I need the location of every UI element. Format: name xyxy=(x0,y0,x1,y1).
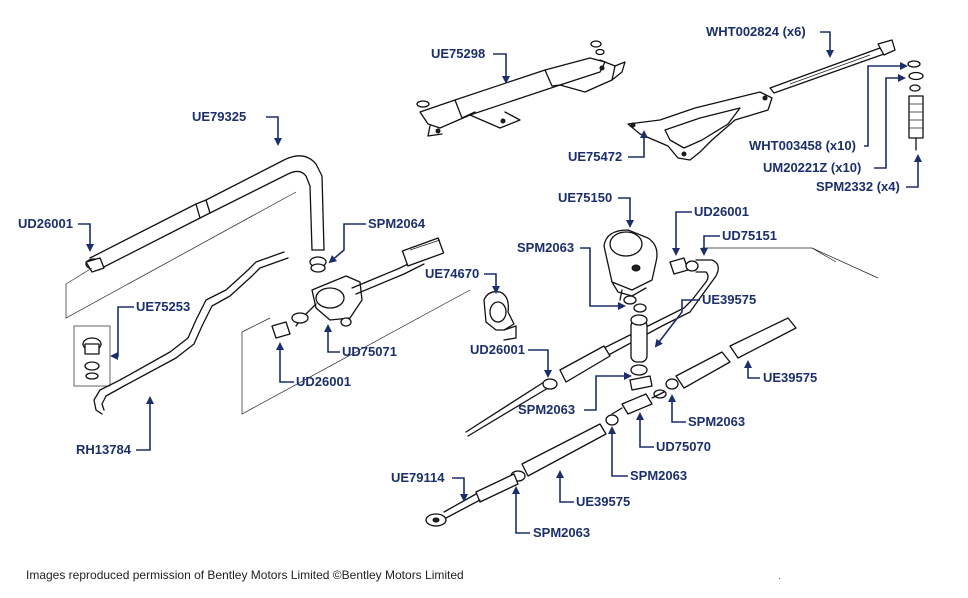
label-ud75151[interactable]: UD75151 xyxy=(722,228,777,243)
clip-ud26001-left-drawing xyxy=(85,257,105,273)
plate-ue75472-drawing xyxy=(627,91,773,161)
label-spm2064[interactable]: SPM2064 xyxy=(368,216,426,231)
label-spm2063-a[interactable]: SPM2063 xyxy=(517,240,574,255)
bracket-ue75298-drawing xyxy=(416,40,626,137)
label-ue74670[interactable]: UE74670 xyxy=(425,266,479,281)
label-spm2063-c[interactable]: SPM2063 xyxy=(688,414,745,429)
label-ud26001-mid[interactable]: UD26001 xyxy=(296,374,351,389)
hose-lower-drawing xyxy=(425,423,607,527)
label-ue75253[interactable]: UE75253 xyxy=(136,299,190,314)
leader-lines xyxy=(78,31,922,534)
label-spm2063-b[interactable]: SPM2063 xyxy=(518,402,575,417)
part-labels: UE75298 WHT002824 (x6) UE79325 UE75472 W… xyxy=(18,24,900,540)
copyright-caption: Images reproduced permission of Bentley … xyxy=(26,568,464,582)
label-wht002824[interactable]: WHT002824 (x6) xyxy=(706,24,806,39)
valve-ud75070-drawing xyxy=(605,391,665,426)
perspective-box-left xyxy=(65,191,297,319)
label-ud26001-right[interactable]: UD26001 xyxy=(694,204,749,219)
tee-assembly-drawing xyxy=(629,303,653,391)
label-ue75298[interactable]: UE75298 xyxy=(431,46,485,61)
valve-ue75150-drawing xyxy=(603,229,658,305)
label-ue75150[interactable]: UE75150 xyxy=(558,190,612,205)
clip-ud26001-mid-drawing xyxy=(271,321,291,339)
label-ud26001-bottom[interactable]: UD26001 xyxy=(470,342,525,357)
label-ud26001-left[interactable]: UD26001 xyxy=(18,216,73,231)
cable-tie-drawing xyxy=(769,39,896,94)
pipe-rh13784-drawing xyxy=(73,251,289,415)
hose-ud75151-drawing xyxy=(559,257,719,379)
pump-ud75071-drawing xyxy=(291,237,445,327)
footer-mark: . xyxy=(778,571,781,582)
label-rh13784[interactable]: RH13784 xyxy=(76,442,132,457)
label-ue79325[interactable]: UE79325 xyxy=(192,109,246,124)
label-ud75071[interactable]: UD75071 xyxy=(342,344,397,359)
label-ue39575-a[interactable]: UE39575 xyxy=(702,292,756,307)
perspective-lines-center xyxy=(241,289,471,415)
hose-ue39575-right-drawing xyxy=(653,317,797,399)
label-spm2063-e[interactable]: SPM2063 xyxy=(533,525,590,540)
hose-ue79325-drawing xyxy=(85,155,327,271)
fasteners-column-drawing xyxy=(907,60,924,151)
label-spm2332[interactable]: SPM2332 (x4) xyxy=(816,179,900,194)
label-ue39575-b[interactable]: UE39575 xyxy=(763,370,817,385)
label-um20221z[interactable]: UM20221Z (x10) xyxy=(763,160,861,175)
label-ue79114[interactable]: UE79114 xyxy=(391,470,445,485)
label-ue75472[interactable]: UE75472 xyxy=(568,149,622,164)
hose-lower-left-drawing xyxy=(465,345,611,437)
label-ud75070[interactable]: UD75070 xyxy=(656,439,711,454)
perspective-lines-right xyxy=(702,247,879,279)
label-spm2063-d[interactable]: SPM2063 xyxy=(630,468,687,483)
clip-ue74670-drawing xyxy=(483,291,517,341)
label-wht003458[interactable]: WHT003458 (x10) xyxy=(749,138,856,153)
label-ue39575-c[interactable]: UE39575 xyxy=(576,494,630,509)
